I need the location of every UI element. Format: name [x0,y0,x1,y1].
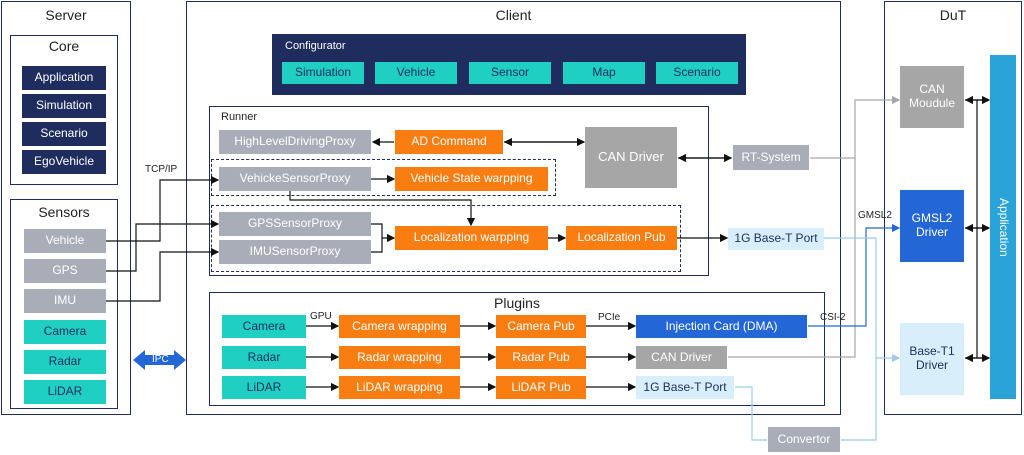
injection-card: Injection Card (DMA) [636,315,807,338]
rt-system: RT-System [733,145,809,170]
configurator-title: Configurator [285,40,346,52]
ipc-label: IPC [152,354,169,365]
lidar-wrapping: LiDAR wrapping [339,376,460,399]
core-title: Core [48,38,80,54]
lidar-pub: LiDAR Pub [496,376,586,399]
plugin-can-driver: CAN Driver [636,346,727,369]
localization-wrapping: Localization warpping [395,226,548,250]
gmsl2-link [808,223,901,327]
runner-title: Runner [221,111,258,123]
runner-links [289,137,733,253]
high-level-driving-proxy: HighLevelDrivingProxy [219,130,371,154]
gmsl2-driver: GMSL2 Driver [900,190,964,262]
plugin-lidar: LiDAR [222,376,306,399]
gmsl2-label: GMSL2 [858,210,892,221]
dut-application: Application [990,55,1016,399]
sensor-camera: Camera [24,320,106,344]
imu-sensor-proxy: IMUSensorProxy [219,240,371,264]
camera-wrapping: Camera wrapping [339,315,460,338]
csi2-label: CSI-2 [820,312,846,323]
runner-base-t-port: 1G Base-T Port [728,228,824,250]
plugin-links [306,321,637,392]
vehicle-state-wrapping: Vehicle State warpping [395,167,548,191]
dut-application-label: Application [996,197,1011,257]
config-map: Map [563,62,645,84]
dut-title: DuT [939,7,967,23]
core-simulation: Simulation [22,94,106,118]
radar-pub: Radar Pub [496,346,586,369]
sensor-gps: GPS [24,259,106,283]
dut-links [964,95,991,363]
plugins-title: Plugins [494,295,540,311]
sensors-title: Sensors [38,204,90,220]
config-simulation: Simulation [282,62,364,84]
plugin-camera: Camera [222,315,306,338]
radar-wrapping: Radar wrapping [339,346,460,369]
plugin-base-t-port: 1G Base-T Port [636,376,734,399]
base-t1-driver: Base-T1 Driver [900,323,964,395]
runner-can-driver: CAN Driver [585,127,677,188]
pcie-label: PCIe [598,312,621,323]
can-links [728,95,901,358]
vehicle-sensor-proxy: VehickeSensorProxy [219,167,371,191]
core-egovehicle: EgoVehicle [22,150,106,174]
core-scenario: Scenario [22,122,106,146]
plugin-radar: Radar [222,346,306,369]
server-title: Server [45,7,87,23]
sensor-lidar: LiDAR [24,380,106,404]
config-vehicle: Vehicle [375,62,457,84]
gps-sensor-proxy: GPSSensorProxy [219,212,371,236]
config-scenario: Scenario [656,62,738,84]
tcpip-links [106,175,220,302]
convertor: Convertor [768,427,840,452]
camera-pub: Camera Pub [496,315,586,338]
client-title: Client [495,7,532,23]
ipc-arrow [133,350,186,370]
sensor-radar: Radar [24,350,106,374]
gpu-label: GPU [310,311,332,322]
tcpip-label: TCP/IP [145,164,178,175]
ad-command: AD Command [395,130,503,154]
sensor-imu: IMU [24,289,106,313]
localization-pub: Localization Pub [566,226,677,250]
can-module: CAN Moudule [900,66,964,128]
ethernet-links [735,237,901,441]
core-application: Application [22,66,106,90]
sensor-vehicle: Vehicle [24,229,106,253]
config-sensor: Sensor [469,62,551,84]
